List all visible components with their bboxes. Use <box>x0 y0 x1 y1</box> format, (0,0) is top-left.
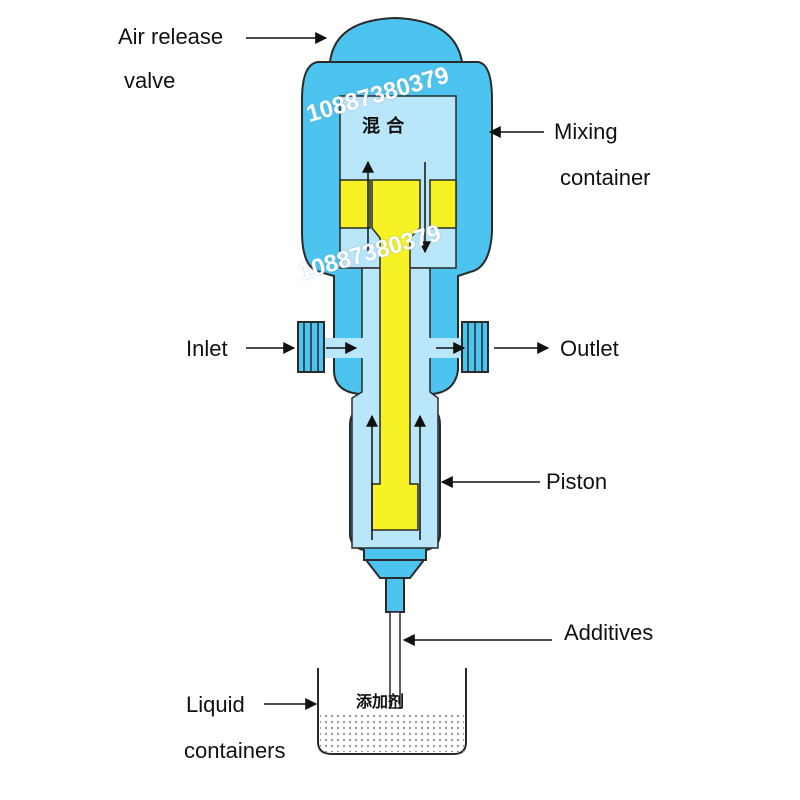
label-outlet: Outlet <box>560 336 619 361</box>
outlet-fitting <box>461 321 489 373</box>
piston-upper-left <box>339 179 371 229</box>
suction-tube-fitting <box>385 577 405 613</box>
label-additive-chinese: 添加剂 <box>356 692 405 711</box>
label-additives: Additives <box>564 620 654 645</box>
piston-rod <box>371 179 421 531</box>
liquid-container <box>317 668 467 755</box>
label-liquid-line1: Liquid <box>186 692 245 717</box>
label-piston: Piston <box>546 469 608 494</box>
label-liquid-line2: containers <box>184 738 286 763</box>
label-air-release-line2: valve <box>124 68 176 93</box>
air-release-valve-dome <box>328 16 464 63</box>
suction-tube <box>389 611 401 709</box>
label-inlet: Inlet <box>186 336 228 361</box>
bottom-nozzle <box>363 559 427 579</box>
additive-liquid <box>320 712 464 752</box>
label-air-release-line1: Air release <box>118 24 224 49</box>
inlet-fitting <box>297 321 325 373</box>
label-mixing-line2: container <box>560 165 651 190</box>
label-mixing-line1: Mixing <box>554 119 618 144</box>
piston-upper-right <box>429 179 457 229</box>
label-mixing-chinese: 混 合 <box>362 116 405 137</box>
